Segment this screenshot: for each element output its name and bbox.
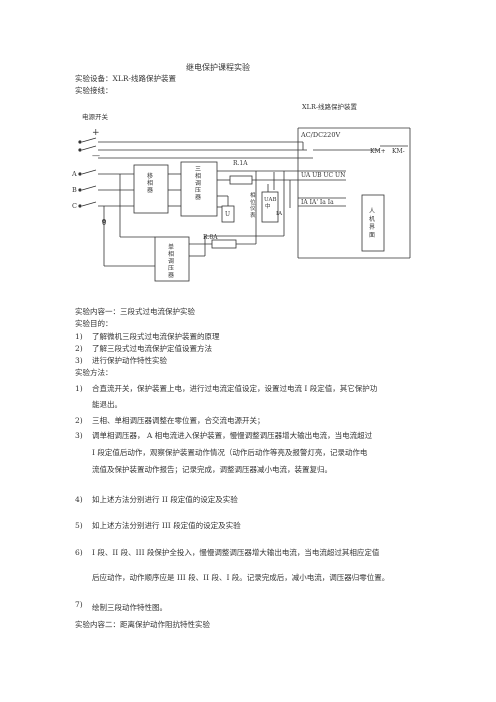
content2-heading: 实验内容二：距离保护动作阻抗特性实验 [75, 620, 210, 629]
wiring-diagram [78, 127, 411, 282]
phase-a-label: A [72, 170, 77, 178]
step-6-line-1: I 段、II 段、III 段保护全投入，慢慢调整调压器增大输出电流，当电流超过其… [92, 548, 380, 557]
purpose-text-2: 了解三段式过电流保护定值设置方法 [92, 344, 212, 353]
step-5-line-1: 如上述方法分别进行 III 段定值的设定及实验 [92, 521, 241, 530]
content1-heading: 实验内容一：三段式过电流保护实验 [75, 307, 195, 316]
step-num-3: 3) [75, 431, 83, 440]
ia-label: IA [276, 211, 283, 217]
step-3-line-3: 流值及保护装置动作报告；记录完成，调整调压器减小电流，装置复归。 [92, 465, 332, 474]
step-num-4: 4) [75, 495, 83, 504]
step-num-1: 1) [75, 384, 83, 393]
current-terminals: IA IA' Ia Ia [301, 199, 334, 206]
purpose-num-2: 2) [75, 344, 83, 353]
phase-meter-label: 相位仪表 [250, 193, 256, 219]
ac-dc-label: AC/DC220V [301, 131, 341, 139]
step-1-line-1: 合直流开关，保护装置上电，进行过电流定值设定，设置过电流 I 段定值，其它保护功 [92, 384, 378, 393]
wiring-line: 实验接线： [75, 86, 113, 95]
interface-label: 人机界面 [369, 208, 376, 239]
plus-sign: + [92, 128, 100, 138]
step-num-6: 6) [75, 548, 83, 557]
device-title: XLR-线路保护装置 [302, 103, 358, 111]
step-2-line-1: 三相、单相调压器调整在零位置，合交流电源开关； [92, 416, 265, 425]
method-heading: 实验方法： [75, 368, 113, 377]
step-3-line-1: 调单相调压器， A 相电流进入保护装置，慢慢调整调压器增大输出电流，当电流超过 [92, 431, 373, 440]
resistor-1-label: R.1A [233, 160, 248, 167]
km-minus-label: KM- [392, 148, 405, 155]
step-3-line-2: I 段定值后动作，观察保护装置动作情况（动作后动作等亮及报警灯亮，记录动作电 [92, 448, 368, 457]
power-switch-label: 电源开关 [82, 113, 108, 121]
step-num-2: 2) [75, 416, 83, 425]
purpose-num-3: 3) [75, 356, 83, 365]
minus-sign: — [92, 151, 100, 160]
mid-label: 中 [265, 204, 271, 210]
three-phase-box-label: 三相调压器 [195, 166, 202, 201]
single-phase-box-label: 单相调压器 [168, 244, 175, 279]
shifter-box-label: 移相器 [147, 173, 154, 194]
voltage-terminals: UA UB UC UN [301, 172, 346, 179]
step-4-line-1: 如上述方法分别进行 II 段定值的设定及实验 [92, 495, 238, 504]
purpose-text-3: 进行保护动作特性实验 [92, 356, 167, 365]
step-num-7: 7) [75, 600, 83, 609]
step-1-line-2: 能退出。 [92, 400, 122, 409]
purpose-heading: 实验目的： [75, 319, 113, 328]
phase-b-label: B [72, 186, 77, 194]
step-num-5: 5) [75, 521, 83, 530]
km-plus-label: KM+ [370, 148, 386, 155]
resistor-2-label: R.8A [203, 234, 218, 241]
doc-title: 继电保护课程实验 [186, 63, 250, 72]
step-7-line-1: 绘制三段动作特性图。 [92, 603, 167, 612]
equipment-line: 实验设备：XLR-线路保护装置 [75, 74, 177, 83]
phase-c-label: C [72, 202, 77, 210]
step-6-line-2: 后应动作，动作顺序应是 III 段、II 段、I 段。记录完成后，减小电流，调压… [92, 573, 390, 582]
neutral-label: 0 [102, 219, 107, 227]
u-box-label: U [225, 211, 231, 218]
purpose-num-1: 1) [75, 332, 83, 341]
purpose-text-1: 了解微机三段式过电流保护装置的原理 [92, 332, 220, 341]
uab-label: UAB [264, 197, 277, 203]
